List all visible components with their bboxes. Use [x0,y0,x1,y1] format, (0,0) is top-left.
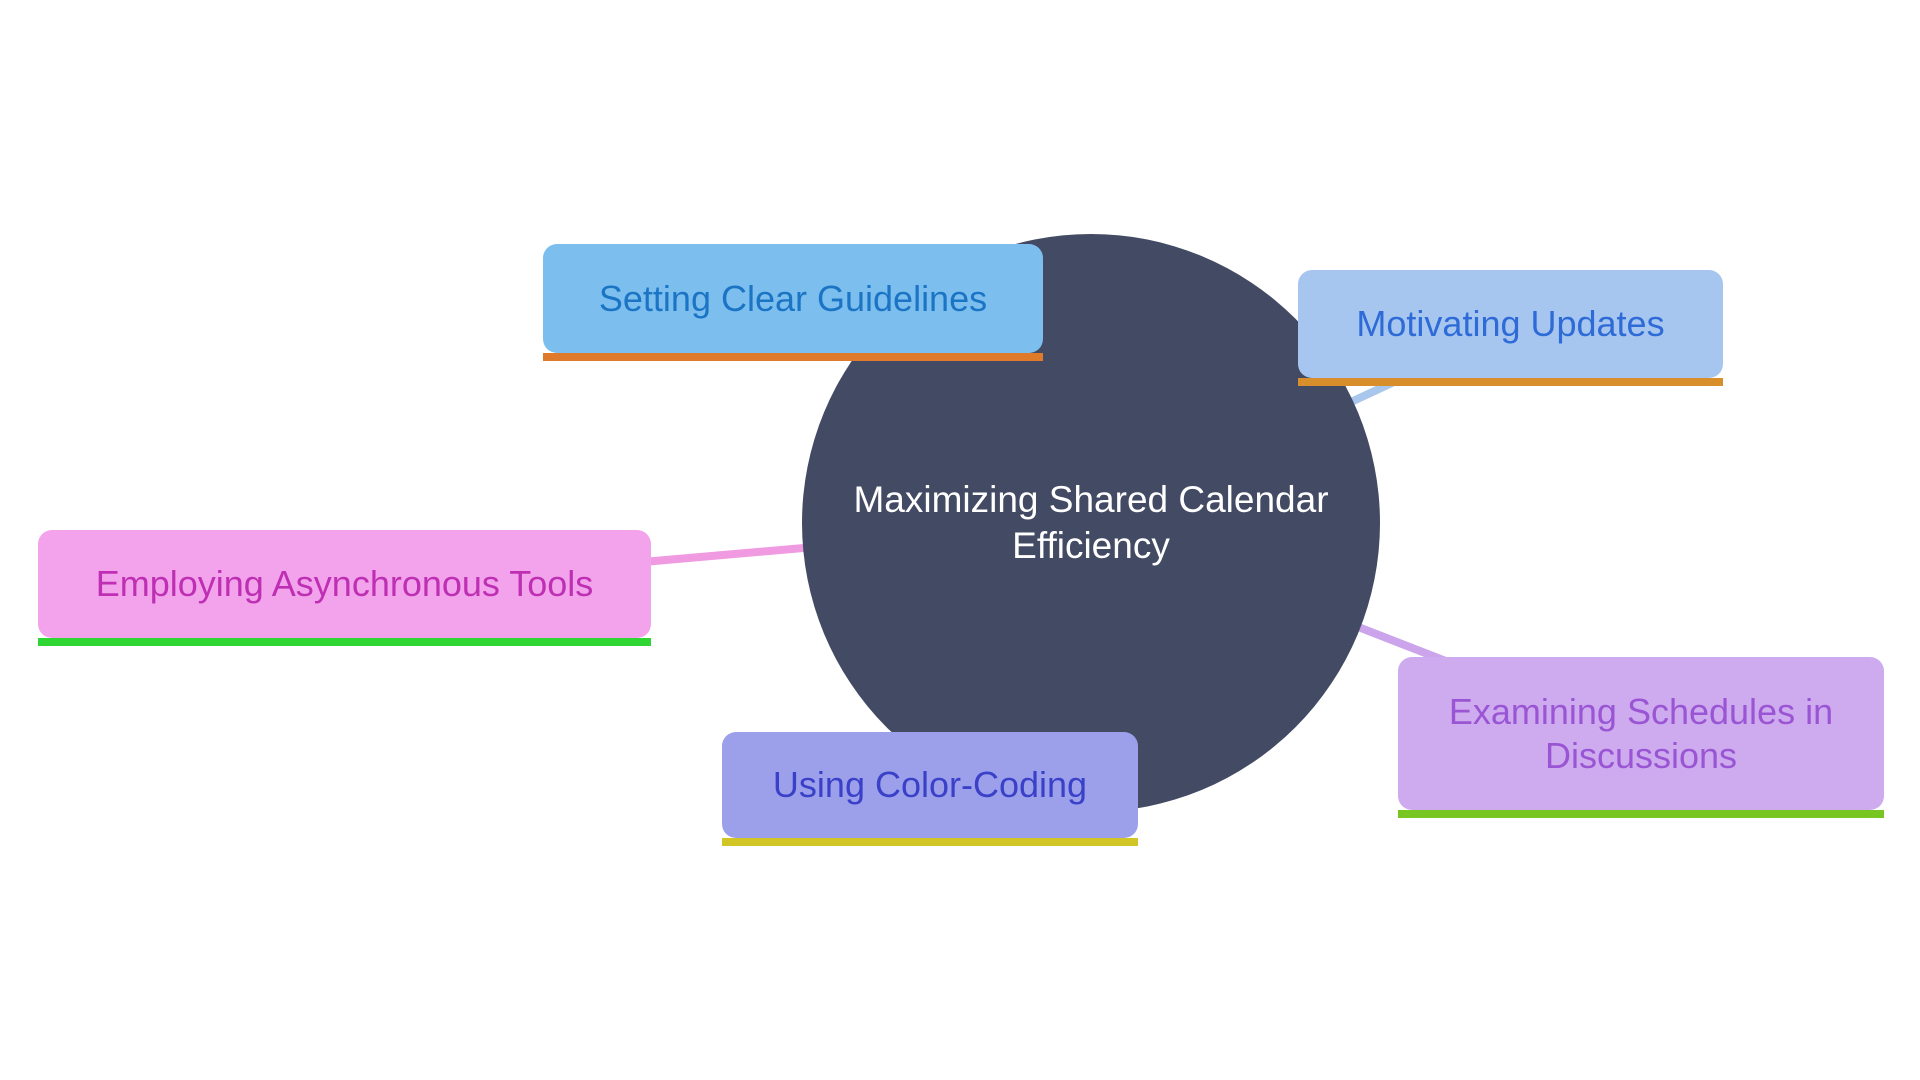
node-underline [1298,378,1723,386]
node-using-color-coding[interactable]: Using Color-Coding [722,732,1138,846]
node-underline [1398,810,1884,818]
node-setting-clear-guidelines[interactable]: Setting Clear Guidelines [543,244,1043,361]
central-node-label: Maximizing Shared Calendar Efficiency [853,479,1329,566]
node-label: Examining Schedules in Discussions [1448,690,1834,776]
node-body: Examining Schedules in Discussions [1398,657,1884,810]
node-examining-schedules-in-discussions[interactable]: Examining Schedules in Discussions [1398,657,1884,818]
node-label: Setting Clear Guidelines [598,277,988,319]
node-underline [38,638,651,646]
node-underline [722,838,1138,846]
node-label: Employing Asynchronous Tools [95,563,594,604]
node-body: Motivating Updates [1298,270,1723,378]
node-underline [543,353,1043,361]
node-body: Setting Clear Guidelines [543,244,1043,353]
node-employing-asynchronous-tools[interactable]: Employing Asynchronous Tools [38,530,651,646]
node-body: Using Color-Coding [722,732,1138,838]
node-motivating-updates[interactable]: Motivating Updates [1298,270,1723,386]
node-label: Motivating Updates [1356,303,1665,344]
node-body: Employing Asynchronous Tools [38,530,651,638]
node-label: Using Color-Coding [772,764,1088,805]
